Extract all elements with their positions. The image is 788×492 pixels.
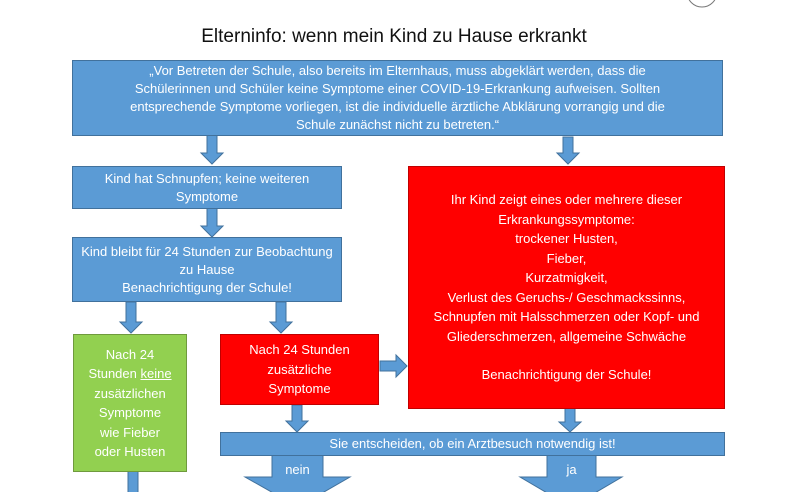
- arrow-down-icon: [268, 301, 294, 334]
- intro-line: „Vor Betreten der Schule, also bereits i…: [149, 63, 646, 78]
- page-title: Elterninfo: wenn mein Kind zu Hause erkr…: [201, 26, 587, 47]
- box-line: Benachrichtigung der Schule!: [122, 279, 292, 295]
- intro-box: „Vor Betreten der Schule, also bereits i…: [72, 60, 723, 136]
- arrow-right-icon: [379, 353, 408, 379]
- box-line: Verlust des Geruchs-/ Geschmackssinns,: [447, 289, 686, 305]
- arrow-down-icon: [199, 207, 225, 238]
- emphasis-keine: keine: [140, 366, 172, 381]
- box-line: Kurzatmigkeit,: [525, 270, 608, 286]
- arrow-down-icon: [199, 134, 225, 165]
- box-line: Sie entscheiden, ob ein Arztbesuch notwe…: [329, 436, 616, 451]
- arrow-down-icon: [555, 136, 581, 165]
- box-line: Gliederschmerzen, allgemeine Schwäche: [446, 328, 687, 344]
- box-line: Symptome: [175, 188, 239, 204]
- intro-line: Schülerinnen und Schüler keine Symptome …: [134, 81, 661, 96]
- box-line: zusätzliche: [267, 361, 332, 377]
- box-line: zu Hause: [179, 261, 235, 277]
- schnupfen-box: Kind hat Schnupfen; keine weiteren Sympt…: [72, 166, 342, 209]
- box-line: Fieber,: [546, 250, 587, 266]
- arrow-down-icon: [557, 407, 583, 433]
- box-text: Stunden: [88, 366, 141, 381]
- box-line: Schnupfen mit Halsschmerzen oder Kopf- u…: [433, 309, 700, 325]
- box-line: Symptome: [98, 405, 162, 420]
- no-symptoms-box: Nach 24 Stunden keine zusätzlichen Sympt…: [73, 334, 187, 472]
- box-line: Kind hat Schnupfen; keine weiteren: [104, 170, 310, 186]
- arrow-down-icon: [127, 470, 139, 492]
- label-ja: ja: [566, 462, 577, 477]
- box-line: Nach 24: [105, 346, 155, 362]
- symptoms-box: Ihr Kind zeigt eines oder mehrere dieser…: [408, 166, 725, 409]
- arrow-down-ja: [518, 454, 624, 492]
- box-line: Benachrichtigung der Schule!: [481, 367, 652, 383]
- box-line: Kind bleibt für 24 Stunden zur Beobachtu…: [81, 243, 333, 259]
- arrow-down-nein: [243, 454, 352, 492]
- box-line: wie Fieber: [100, 424, 160, 440]
- label-nein: nein: [285, 462, 310, 477]
- box-line: trockener Husten,: [515, 231, 618, 247]
- box-line: Nach 24 Stunden: [249, 342, 350, 358]
- intro-line: Schule zunächst nicht zu betreten.“: [295, 117, 500, 132]
- additional-symptoms-box: Nach 24 Stunden zusätzliche Symptome: [220, 334, 379, 405]
- box-line: Erkrankungssymptome:: [498, 211, 635, 227]
- box-line: zusätzlichen: [94, 385, 166, 401]
- beobachtung-box: Kind bleibt für 24 Stunden zur Beobachtu…: [72, 237, 342, 302]
- decision-box: Sie entscheiden, ob ein Arztbesuch notwe…: [220, 432, 725, 456]
- intro-line: entsprechende Symptome vorliegen, ist di…: [130, 99, 665, 114]
- box-line: Symptome: [268, 381, 331, 397]
- school-logo: [688, 0, 716, 8]
- box-line: oder Husten: [94, 444, 166, 459]
- box-line: Ihr Kind zeigt eines oder mehrere dieser: [450, 192, 683, 208]
- box-line: Stunden keine: [88, 364, 171, 384]
- arrow-down-icon: [284, 404, 310, 433]
- arrow-down-icon: [118, 301, 144, 334]
